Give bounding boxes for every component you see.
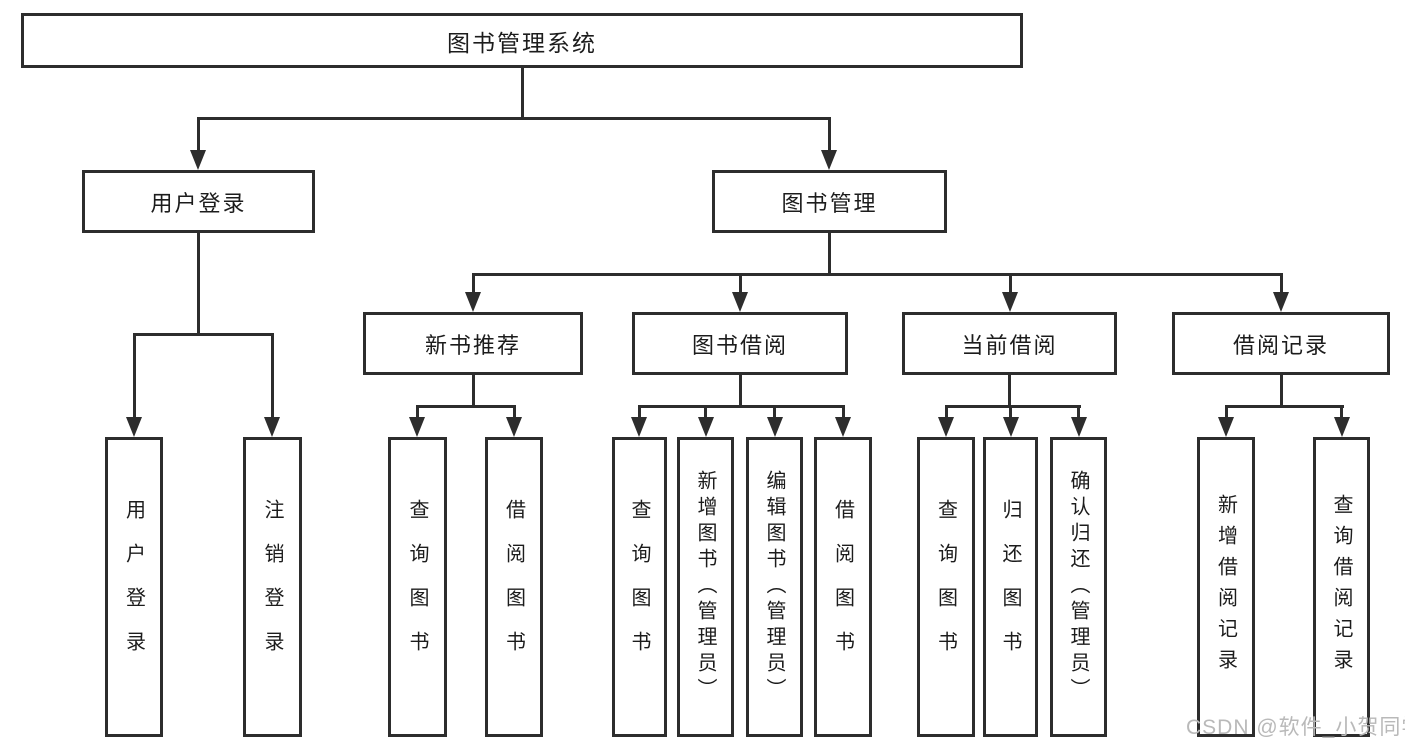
connector-arrow <box>1002 273 1018 312</box>
node-system-root: 图书管理系统 <box>21 13 1023 68</box>
node-current-borrow: 当前借阅 <box>902 312 1117 375</box>
node-book-borrow: 图书借阅 <box>632 312 848 375</box>
connector-arrow <box>1002 405 1019 437</box>
node-new-book-recommend: 新书推荐 <box>363 312 583 375</box>
connector-line <box>1224 405 1344 408</box>
leaf-add-book-admin: 新增图书（管理员） <box>677 437 734 737</box>
leaf-user-login: 用户登录 <box>105 437 163 737</box>
connector-arrow <box>1218 405 1234 437</box>
connector-line <box>132 333 274 336</box>
leaf-edit-book-admin: 编辑图书（管理员） <box>746 437 803 737</box>
connector-line <box>637 405 845 408</box>
node-book-management: 图书管理 <box>712 170 947 233</box>
leaf-borrow-books: 借阅图书 <box>814 437 872 737</box>
connector-arrow <box>264 333 280 437</box>
connector-line <box>196 233 200 336</box>
connector-arrow <box>506 405 522 437</box>
leaf-confirm-return-admin: 确认归还（管理员） <box>1050 437 1107 737</box>
csdn-watermark: CSDN @软件_小贺同学 <box>1186 716 1405 739</box>
connector-arrow <box>766 405 783 437</box>
connector-arrow <box>409 405 425 437</box>
connector-line <box>196 117 831 120</box>
connector-line <box>944 405 1081 408</box>
leaf-logout: 注销登录 <box>243 437 302 737</box>
connector-arrow <box>631 405 647 437</box>
connector-arrow <box>938 405 954 437</box>
connector-arrow <box>732 273 748 312</box>
connector-arrow <box>835 405 851 437</box>
connector-line <box>738 375 742 408</box>
connector-line <box>471 273 1283 276</box>
connector-arrow <box>465 273 481 312</box>
node-borrow-records: 借阅记录 <box>1172 312 1390 375</box>
connector-arrow <box>126 333 142 437</box>
connector-arrow <box>1070 405 1087 437</box>
leaf-query-books-current: 查询图书 <box>917 437 975 737</box>
connector-arrow <box>190 117 206 170</box>
connector-arrow <box>821 117 837 170</box>
leaf-return-book: 归还图书 <box>983 437 1038 737</box>
connector-arrow <box>1273 273 1289 312</box>
connector-line <box>520 68 524 120</box>
connector-line <box>1279 374 1283 408</box>
leaf-query-books-borrow: 查询图书 <box>612 437 667 737</box>
connector-line <box>471 375 475 408</box>
connector-line <box>827 233 831 276</box>
connector-arrow <box>1333 405 1350 437</box>
connector-line <box>415 405 516 408</box>
node-user-login: 用户登录 <box>82 170 315 233</box>
leaf-add-borrow-record: 新增借阅记录 <box>1197 437 1255 737</box>
connector-line <box>1008 375 1011 408</box>
leaf-query-books-recommend: 查询图书 <box>388 437 447 737</box>
leaf-borrow-books-recommend: 借阅图书 <box>485 437 543 737</box>
connector-arrow <box>697 405 714 437</box>
leaf-query-borrow-record: 查询借阅记录 <box>1313 437 1370 737</box>
